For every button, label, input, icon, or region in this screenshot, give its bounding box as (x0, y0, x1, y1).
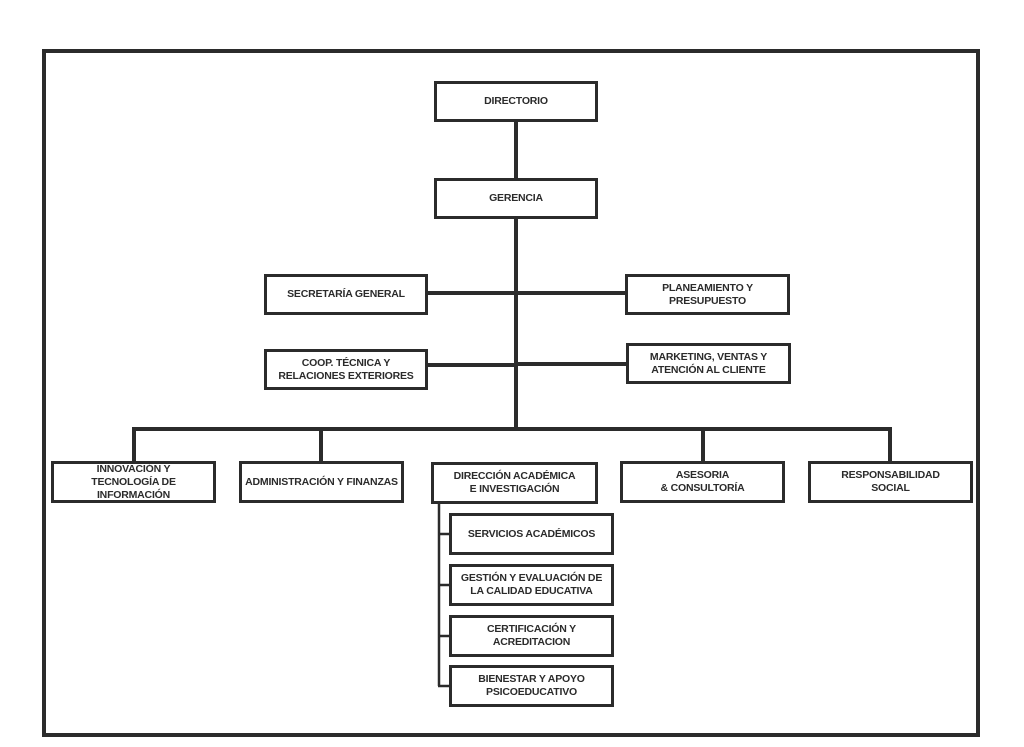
marketing-ventas-box: MARKETING, VENTAS Y ATENCIÓN AL CLIENTE (626, 343, 791, 384)
direccion-academica-box: DIRECCIÓN ACADÉMICA E INVESTIGACIÓN (431, 462, 598, 504)
innovacion-box: INNOVACIÓN Y TECNOLOGÍA DE INFORMACIÓN (51, 461, 216, 503)
servicios-academicos-box: SERVICIOS ACADÉMICOS (449, 513, 614, 555)
administracion-finanzas-box: ADMINISTRACIÓN Y FINANZAS (239, 461, 404, 503)
asesoria-consultoria-box: ASESORIA & CONSULTORÍA (620, 461, 785, 503)
secretaria-general-box: SECRETARÍA GENERAL (264, 274, 428, 315)
bienestar-box: BIENESTAR Y APOYO PSICOEDUCATIVO (449, 665, 614, 707)
responsabilidad-social-box: RESPONSABILIDAD SOCIAL (808, 461, 973, 503)
gestion-calidad-box: GESTIÓN Y EVALUACIÓN DE LA CALIDAD EDUCA… (449, 564, 614, 606)
coop-tecnica-box: COOP. TÉCNICA Y RELACIONES EXTERIORES (264, 349, 428, 390)
planeamiento-presupuesto-box: PLANEAMIENTO Y PRESUPUESTO (625, 274, 790, 315)
chart-frame (42, 49, 980, 737)
directorio-box: DIRECTORIO (434, 81, 598, 122)
gerencia-box: GERENCIA (434, 178, 598, 219)
certificacion-box: CERTIFICACIÓN Y ACREDITACION (449, 615, 614, 657)
